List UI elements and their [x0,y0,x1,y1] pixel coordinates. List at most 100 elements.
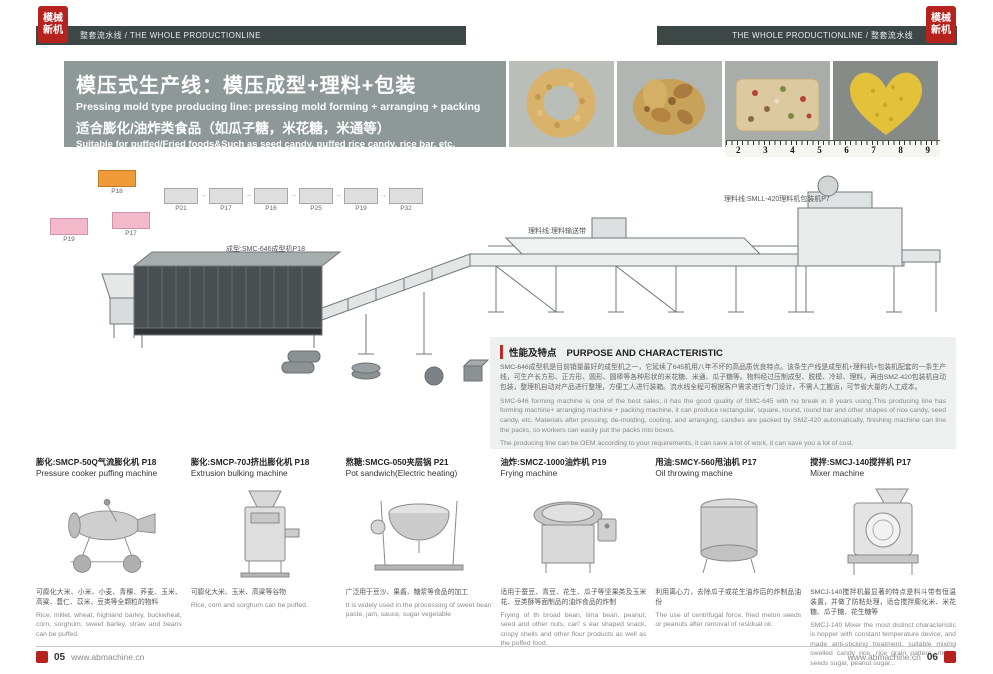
header-bar-left: 整套流水线 / THE WHOLE PRODUCTIONLINE [36,26,466,45]
purpose-panel: 性能及特点 PURPOSE AND CHARACTERISTIC SMC-646… [490,337,956,449]
machine-card-mixer: 搅拌:SMCJ-140搅拌机 P17 Mixer machine SMCJ-14… [810,456,956,668]
flow-box [299,188,333,204]
flow-box [164,188,198,204]
machine-desc-en: It is widely used in the processing of s… [345,601,492,619]
machine-title: 搅拌:SMCJ-140搅拌机 P17 [810,457,912,467]
flow-box [254,188,288,204]
ruler-ticks [726,141,940,145]
flow-caption: P16 [265,205,277,212]
stamp-text: 新机 [43,24,63,36]
flow-box [112,212,150,229]
flow-box [344,188,378,204]
flow-arrow-icon: → [335,192,342,199]
label-arranging-line: 理料线:SMLL-420理料机包装机P7 [724,196,830,203]
machine-subtitle: Oil throwing machine [655,468,733,478]
page-number-left: 05 [54,651,66,663]
flow-box-pink-1: P19 [50,218,88,243]
machine-desc-cn: 适用于蚕豆、青豆、花生、瓜子等坚果类及玉米花、豆类酥等面制品的油炸食品的炸制 [500,589,647,606]
flow-box-puffing: P18 [98,170,136,195]
brand-stamp-left: 模械 新机 [38,6,68,43]
machine-desc-cn: 广泛用于豆沙、果酱、糖浆等食品的加工 [345,589,468,596]
flow-caption: P25 [310,205,322,212]
stamp-text: 新机 [931,24,951,36]
flow-caption: P19 [63,236,75,243]
ruler-number: 8 [898,145,903,155]
seed-candy-image [617,61,722,147]
purpose-title-en: PURPOSE AND CHARACTERISTIC [566,348,723,359]
machine-image [500,478,646,584]
flow-step: P32 [389,188,423,212]
ruler-number: 4 [790,145,795,155]
production-line-drawing [101,175,941,386]
machine-title: 熬糖:SMCG-050夹层锅 P21 [345,457,449,467]
product-photo-strip [509,61,938,147]
footer-right: www.abmachine.cn 06 [848,651,956,663]
flow-box-pink-2: P17 [112,212,150,237]
site-link[interactable]: www.abmachine.cn [71,652,145,662]
flow-arrow-icon: → [200,192,207,199]
flow-caption: P18 [111,188,123,195]
ruler-number: 9 [925,145,930,155]
machine-desc-cn: 利用离心力，去除瓜子或花生油炸后的炸制品油份 [655,589,802,606]
photo-millet-heart [833,61,938,147]
stamp-text: 模械 [43,13,63,24]
machine-desc-cn: SMCJ-140搅拌机最显著的特点是料斗带有恒温装置，并做了防粘处理，适合搅拌膨… [810,589,956,616]
brand-square-icon [944,651,956,663]
brand-stamp-right: 模械 新机 [926,6,956,43]
title-block: 模压式生产线：模压成型+理料+包装 Pressing mold type pro… [64,61,506,150]
machine-title: 油炸:SMCZ-1000油炸机 P19 [500,457,607,467]
site-link[interactable]: www.abmachine.cn [847,652,921,662]
photo-puffed-rice-ring [509,61,614,147]
frying-machine-image [533,501,617,573]
puffed-rice-ring-image [509,61,614,147]
machine-card-oil-thrower: 甩油:SMCY-560甩油机 P17 Oil throwing machine … [655,456,801,668]
machine-desc-en: SMCJ-140 Mixer the most distinct charact… [810,621,956,667]
flow-box [50,218,88,235]
puffing-cannon-image [68,498,156,573]
stamp-text: 模械 [931,13,951,24]
ruler-number: 7 [871,145,876,155]
rice-bar-image [725,61,830,147]
machine-image [191,478,337,584]
flow-caption: P19 [355,205,367,212]
machine-desc-cn: 可膨化大米、玉米、高粱等谷物 [190,589,286,596]
flow-step: P25 [299,188,333,212]
purpose-paragraph-en2: The producing line can be OEM according … [500,439,854,447]
machine-desc-en: Frying of th broad bean, lima bean, pean… [500,611,647,648]
machine-card-fryer: 油炸:SMCZ-1000油炸机 P19 Frying machine 适用于蚕豆… [500,456,646,668]
flow-arrow-icon: → [290,192,297,199]
machine-title: 膨化:SMCP-70J挤出膨化机 P18 [190,457,310,467]
machine-card-extrusion: 膨化:SMCP-70J挤出膨化机 P18 Extrusion bulking m… [191,456,337,668]
machine-subtitle: Extrusion bulking machine [190,468,288,478]
header-title-right: THE WHOLE PRODUCTIONLINE / 整套流水线 [732,31,913,40]
header-bar-right: THE WHOLE PRODUCTIONLINE / 整套流水线 [657,26,957,45]
header-title-left: 整套流水线 / THE WHOLE PRODUCTIONLINE [80,31,261,40]
flow-box [389,188,423,204]
flow-box [209,188,243,204]
millet-heart-image [833,61,938,147]
machine-desc-en: Rice, corn and sorghum can be puffed. [190,601,308,609]
page-subtitle-en: Suitable for puffed/Fried foods&Such as … [76,139,456,150]
machine-image [655,478,801,584]
machine-card-kettle: 熬糖:SMCG-050夹层锅 P21 Pot sandwich(Electric… [346,456,492,668]
machine-title: 膨化:SMCP-50Q气流膨化机 P18 [36,457,157,467]
ruler-numbers: 2 3 4 5 6 7 8 9 [726,145,940,156]
machine-image [36,478,182,584]
footer-left: 05 www.abmachine.cn [36,651,144,663]
production-line-diagram: P18 P19 P17 P21 → P17 → P16 → P25 → P19 … [36,162,956,452]
page-title-cn: 模压式生产线：模压成型+理料+包装 [76,75,417,97]
flow-caption: P17 [125,230,137,237]
flow-box [98,170,136,187]
flow-step: P16 [254,188,288,212]
oil-throwing-machine-image [700,498,758,574]
brand-square-icon [36,651,48,663]
page-number-right: 06 [926,651,938,663]
ruler-number: 2 [736,145,741,155]
machine-image [810,478,956,584]
flow-arrow-icon: → [380,192,387,199]
ruler-number: 6 [844,145,849,155]
page-title-en: Pressing mold type producing line: press… [76,101,481,113]
machine-title: 甩油:SMCY-560甩油机 P17 [655,457,757,467]
flow-step: P21 [164,188,198,212]
